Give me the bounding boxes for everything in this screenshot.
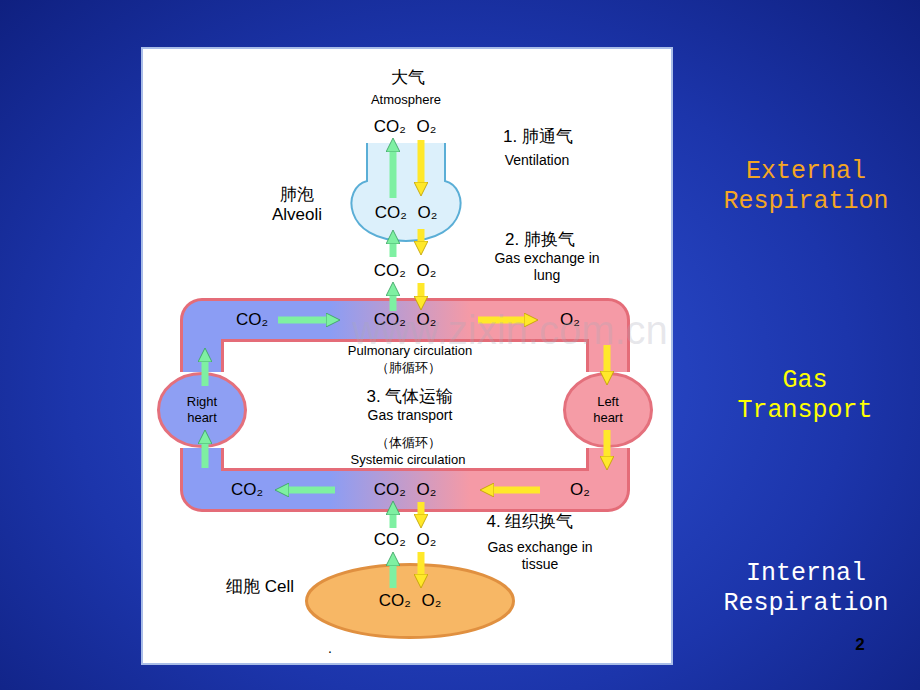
gas-pair: CO₂ O₂: [342, 203, 470, 223]
gas-pair: CO₂ O₂: [374, 117, 437, 137]
o2-arrow: [418, 283, 425, 296]
o2-arrow: [418, 502, 425, 514]
step-title: Gas exchange in tissue: [485, 539, 595, 573]
place-name: Atmosphere: [371, 92, 441, 108]
co2-arrow: [390, 515, 397, 528]
step-title: Gas exchange in lung: [492, 250, 602, 284]
circulation-name: （肺循环）: [376, 360, 441, 376]
flask-fill: [351, 143, 460, 241]
co2-arrow: [289, 487, 335, 494]
o2-arrow: [418, 552, 425, 574]
step-title: Gas transport: [368, 407, 453, 424]
circulation-name: Systemic circulation: [351, 452, 466, 468]
cell-ellipse: 细胞 CellCO₂ O₂: [305, 563, 515, 639]
white-panel: [142, 48, 672, 664]
heart-label: Right heart: [177, 394, 227, 425]
step-title: 4. 组织换气: [487, 512, 574, 532]
alveoli-flask: 肺泡 AlveoliCO₂ O₂: [342, 143, 470, 243]
gas-pair: CO₂ O₂: [374, 261, 437, 281]
co2-arrow: [278, 317, 326, 324]
gas-pair: CO₂ O₂: [374, 530, 437, 550]
stage-heading: External Respiration: [711, 157, 901, 217]
o2-arrow: [418, 140, 425, 182]
place-name: 大气: [391, 68, 425, 88]
step-title: 1. 肺通气: [503, 127, 573, 147]
stage-heading: Gas Transport: [710, 366, 900, 426]
co2-arrow: [202, 362, 209, 386]
flask-outline: [351, 143, 460, 241]
o2-arrow: [494, 487, 540, 494]
o2-arrow: [418, 229, 425, 241]
gas-name: O₂: [570, 480, 590, 500]
alveoli-label: 肺泡 Alveoli: [262, 185, 332, 226]
circulation-name: Pulmonary circulation: [348, 343, 472, 359]
dot-mark: .: [328, 640, 332, 657]
co2-arrow: [390, 566, 397, 588]
cell-label: 细胞 Cell: [225, 577, 295, 597]
gas-pair: CO₂ O₂: [374, 480, 437, 500]
node-outline: [342, 143, 470, 243]
step-title: Ventilation: [505, 152, 570, 169]
co2-arrow: [390, 244, 397, 257]
co2-arrow: [202, 444, 209, 468]
circulation-name: （体循环）: [376, 435, 441, 451]
gas-name: CO₂: [236, 310, 268, 330]
o2-arrow: [604, 430, 611, 456]
step-title: 2. 肺换气: [505, 230, 575, 250]
gas-name: CO₂: [231, 480, 263, 500]
step-title: 3. 气体运输: [367, 387, 454, 407]
heart-label: Left heart: [583, 394, 633, 425]
co2-arrow: [390, 152, 397, 198]
page-number: 2: [855, 635, 864, 655]
stage-heading: Internal Respiration: [711, 559, 901, 619]
gas-pair: CO₂ O₂: [305, 591, 515, 611]
